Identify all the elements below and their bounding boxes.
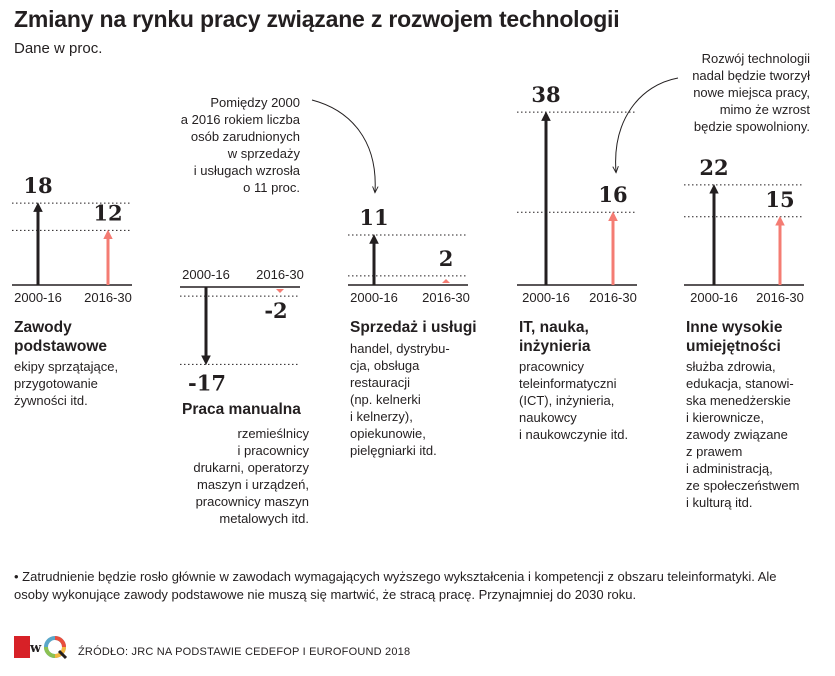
publisher-logo-letter-icon: w bbox=[30, 641, 42, 656]
value-label-2000-16-1: -17 bbox=[188, 370, 226, 395]
chart-title: Zmiany na rynku pracy związane z rozwoje… bbox=[14, 6, 620, 32]
value-label-2016-30-3: 16 bbox=[598, 182, 627, 207]
value-label-2000-16-0: 18 bbox=[23, 173, 52, 198]
arrow-2016-30-1 bbox=[276, 289, 284, 293]
value-label-2000-16-3: 38 bbox=[531, 82, 560, 107]
category-description-2: handel, dystrybu- cja, obsługa restaurac… bbox=[350, 341, 450, 458]
category-description-1: rzemieślnicy i pracownicy drukarni, oper… bbox=[193, 426, 309, 526]
category-title-3: IT, nauka,inżynieria bbox=[519, 319, 591, 355]
source-note: ŹRÓDŁO: JRC NA PODSTAWIE CEDEFOP I EUROF… bbox=[78, 646, 411, 658]
annotation-connector-sales bbox=[311, 99, 375, 192]
period-label-2000-16-4: 2000-16 bbox=[690, 290, 738, 305]
value-label-2016-30-0: 12 bbox=[93, 200, 122, 225]
annotation-connector-it bbox=[616, 77, 679, 172]
publisher-logo-icon bbox=[14, 636, 30, 658]
period-label-2000-16-2: 2000-16 bbox=[350, 290, 398, 305]
chart-subtitle: Dane w proc. bbox=[14, 40, 103, 57]
value-label-2016-30-2: 2 bbox=[439, 246, 454, 271]
category-title-1: Praca manualna bbox=[182, 401, 301, 418]
value-label-2016-30-4: 15 bbox=[765, 187, 794, 212]
category-title-2: Sprzedaż i usługi bbox=[350, 319, 477, 336]
period-label-2000-16-0: 2000-16 bbox=[14, 290, 62, 305]
period-label-2016-30-3: 2016-30 bbox=[589, 290, 637, 305]
period-label-2016-30-4: 2016-30 bbox=[756, 290, 804, 305]
value-label-2016-30-1: -2 bbox=[264, 298, 287, 323]
annotation-sales: Pomiędzy 2000 a 2016 rokiem liczba osób … bbox=[180, 95, 300, 195]
category-description-3: pracownicy teleinformatyczni (ICT), inży… bbox=[519, 359, 629, 442]
period-label-2000-16-3: 2000-16 bbox=[522, 290, 570, 305]
category-description-4: służba zdrowia, edukacja, stanowi- ska m… bbox=[686, 359, 800, 510]
value-label-2000-16-4: 22 bbox=[699, 155, 728, 180]
period-label-2016-30-1: 2016-30 bbox=[256, 267, 304, 282]
category-description-0: ekipy sprzątające, przygotowanie żywnośc… bbox=[14, 359, 119, 408]
period-label-2016-30-0: 2016-30 bbox=[84, 290, 132, 305]
annotation-it: Rozwój technologii nadal będzie tworzył … bbox=[692, 51, 810, 134]
quality-logo-icon bbox=[44, 636, 68, 660]
period-label-2000-16-1: 2000-16 bbox=[182, 267, 230, 282]
footnote: • Zatrudnienie będzie rosło głównie w za… bbox=[14, 569, 777, 602]
arrow-2016-30-2 bbox=[442, 279, 450, 283]
value-label-2000-16-2: 11 bbox=[359, 205, 388, 230]
period-label-2016-30-2: 2016-30 bbox=[422, 290, 470, 305]
